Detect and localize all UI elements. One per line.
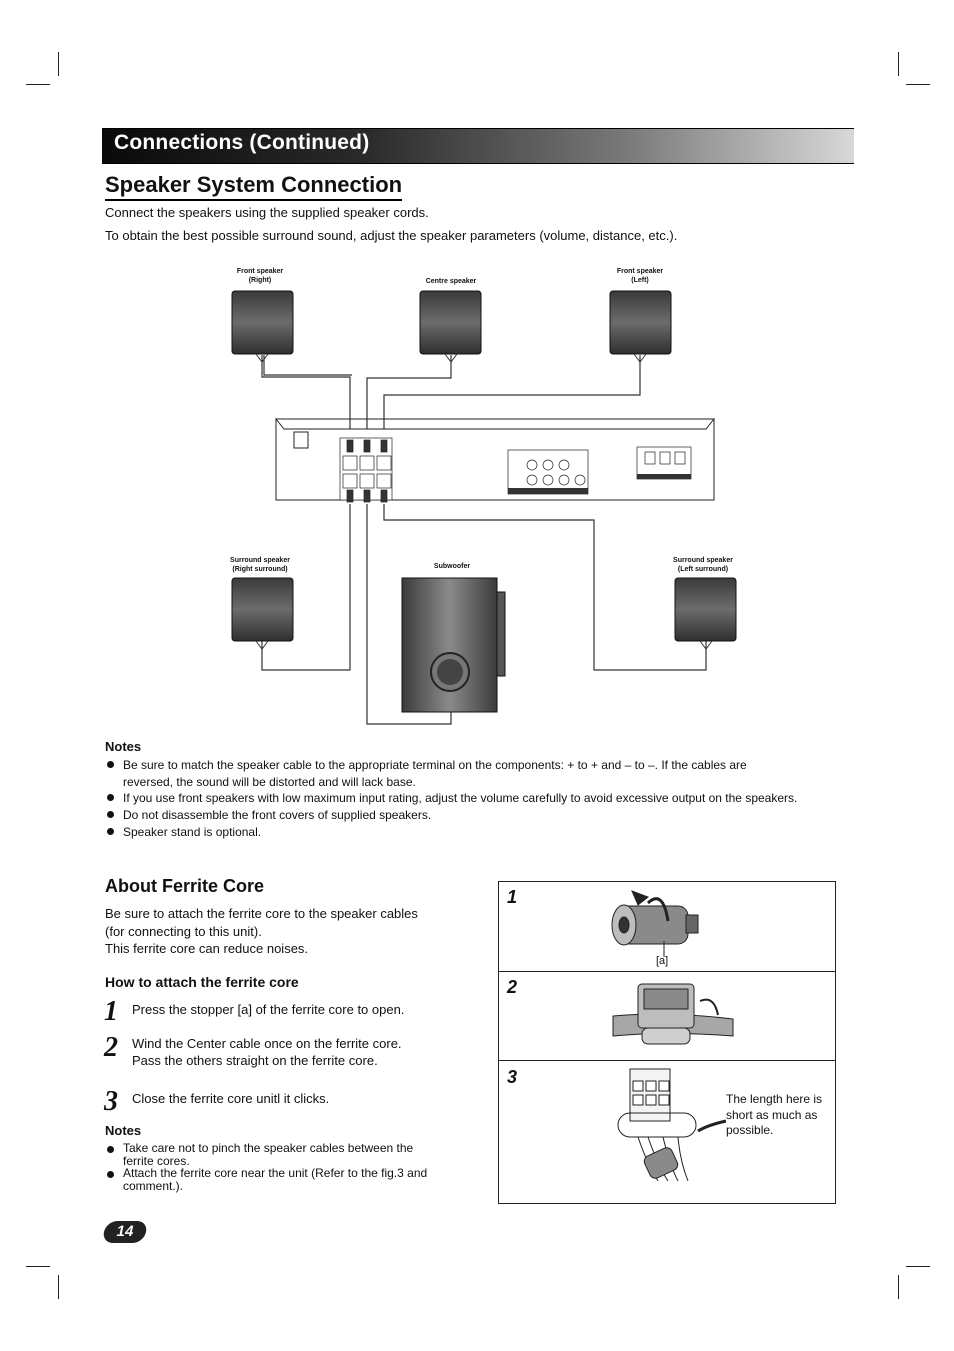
note-item: Be sure to match the speaker cable to th…: [123, 758, 747, 772]
stopper-label: [a]: [656, 955, 669, 967]
ferrite-figure-box: [498, 881, 836, 1204]
note-item: If you use front speakers with low maxim…: [123, 791, 798, 805]
ferrite-illustrations: [611, 890, 734, 1182]
how-to-title: How to attach the ferrite core: [105, 974, 299, 990]
figure-label-2: 2: [507, 977, 518, 997]
note-item: Speaker stand is optional.: [123, 825, 262, 839]
figure-label-1: 1: [507, 887, 518, 907]
bullet: [107, 794, 114, 801]
ferrite-core-installed-illustration: [617, 1068, 727, 1182]
label-subwoofer: Subwoofer: [433, 563, 471, 570]
figure-divider: [498, 1060, 835, 1061]
label-front-right: Front speaker(Right): [236, 268, 284, 284]
crop-mark: [898, 52, 899, 76]
label-surround-right: Surround speaker(Right surround): [230, 557, 290, 573]
section-title: Speaker System Connection: [105, 172, 403, 201]
bullet: [107, 811, 114, 818]
speaker-connection-diagram: [231, 290, 737, 725]
bullet: [107, 1146, 114, 1153]
ferrite-note-item: Take care not to pinch the speaker cable…: [123, 1141, 414, 1168]
bullet: [107, 761, 114, 768]
step-number: 1: [104, 996, 118, 1027]
crop-mark: [906, 1266, 930, 1267]
cable-surround-left: [383, 504, 707, 671]
header-bar: [102, 128, 854, 164]
crop-mark: [58, 52, 59, 76]
front-left-speaker: [609, 290, 672, 363]
step-text: Wind the Center cable once on the ferrit…: [132, 1036, 402, 1068]
step-number: 2: [104, 1032, 118, 1063]
bullet: [107, 828, 114, 835]
step-text: Press the stopper [a] of the ferrite cor…: [132, 1002, 405, 1017]
label-front-left: Front speaker(Left): [616, 268, 664, 284]
figure-label-3: 3: [507, 1067, 518, 1087]
cable-subwoofer: [366, 504, 452, 725]
label-centre: Centre speaker: [425, 278, 477, 285]
cable-surround-right: [261, 504, 351, 671]
cable-centre: [366, 355, 452, 440]
cable-front-left: [383, 355, 641, 440]
figure-divider: [498, 971, 835, 972]
ferrite-description: Be sure to attach the ferrite core to th…: [105, 906, 418, 956]
crop-mark: [58, 1275, 59, 1299]
crop-mark: [26, 1266, 50, 1267]
note-item-continued: reversed, the sound will be distorted an…: [123, 775, 416, 789]
step-number: 3: [104, 1086, 118, 1117]
surround-right-speaker: [231, 577, 294, 650]
surround-left-speaker: [674, 577, 737, 650]
label-surround-left: Surround speaker(Left surround): [673, 557, 733, 573]
notes-heading: Notes: [105, 739, 142, 754]
page-header-title: Connections (Continued): [114, 131, 370, 154]
ferrite-notes-heading: Notes: [105, 1123, 142, 1138]
intro-text-1: Connect the speakers using the supplied …: [105, 205, 429, 220]
intro-text-2: To obtain the best possible surround sou…: [105, 228, 678, 243]
ferrite-title: About Ferrite Core: [105, 876, 265, 896]
note-item: Do not disassemble the front covers of s…: [123, 808, 432, 822]
main-unit-rear-panel: [275, 417, 715, 503]
crop-mark: [906, 84, 930, 85]
ferrite-core-open-illustration: [611, 890, 699, 957]
crop-mark: [26, 84, 50, 85]
cable-front-right: [261, 355, 352, 440]
centre-speaker: [419, 290, 482, 363]
ferrite-note-item: Attach the ferrite core near the unit (R…: [123, 1166, 428, 1193]
bullet: [107, 1171, 114, 1178]
crop-mark: [898, 1275, 899, 1299]
ferrite-core-cable-illustration: [612, 983, 734, 1045]
subwoofer-speaker: [401, 577, 506, 713]
front-right-speaker: [231, 290, 294, 363]
step-text: Close the ferrite core unitl it clicks.: [132, 1091, 330, 1106]
page-number: 14: [101, 1221, 149, 1243]
